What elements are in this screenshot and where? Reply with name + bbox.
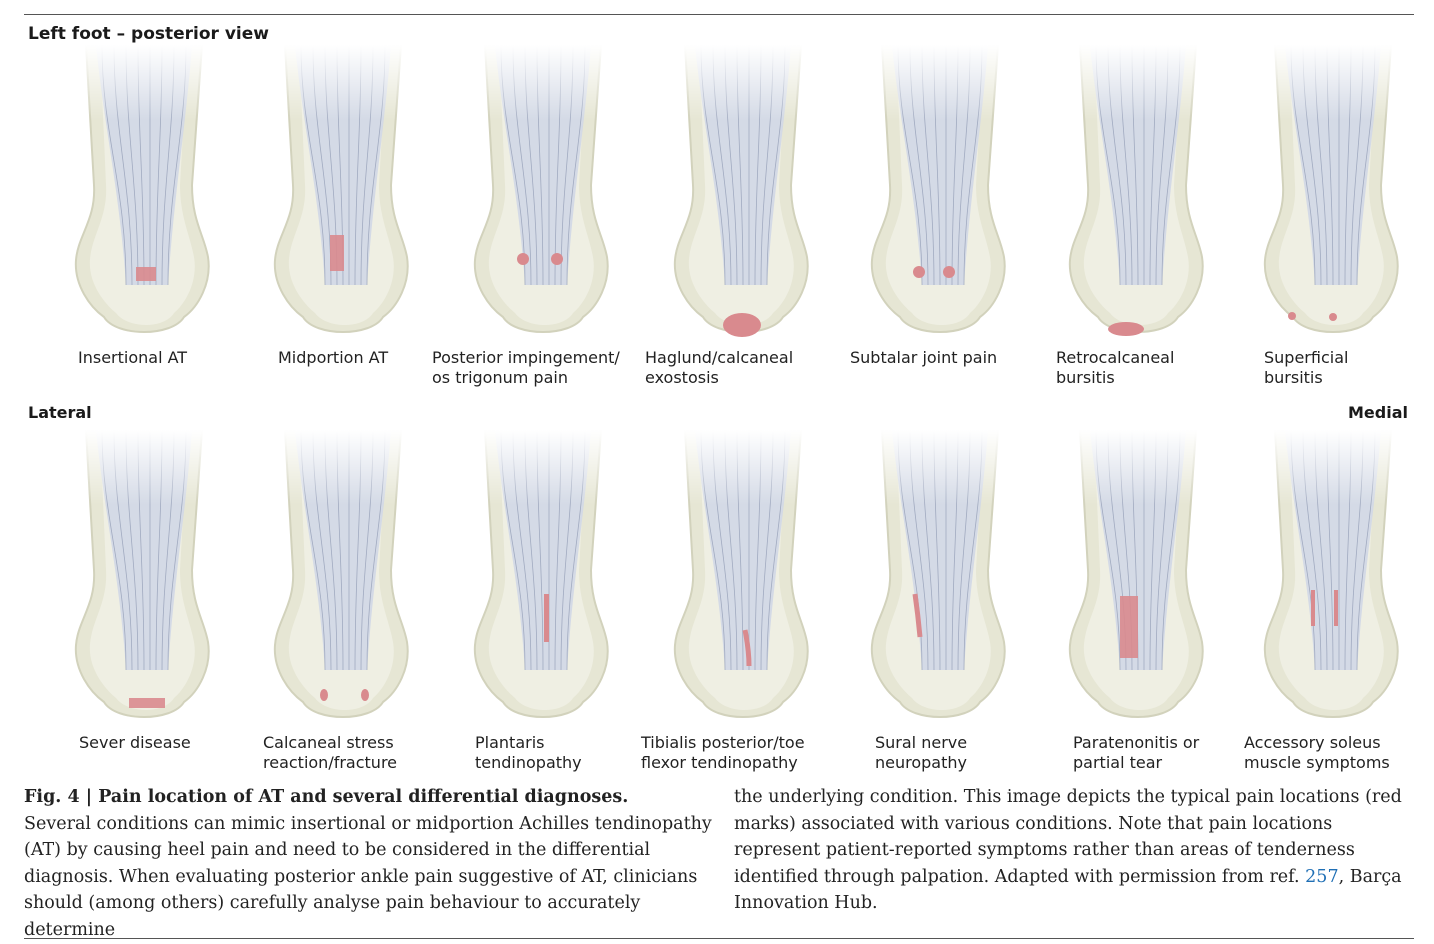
foot-illustration bbox=[455, 45, 655, 345]
foot-illustration bbox=[1245, 45, 1434, 345]
caption-body-left: Several conditions can mimic insertional… bbox=[24, 813, 712, 940]
foot-illustration bbox=[1050, 45, 1250, 345]
pain-mark bbox=[1329, 313, 1337, 321]
panel-caption: Subtalar joint pain bbox=[850, 348, 998, 367]
foot-panel bbox=[1245, 45, 1434, 405]
pain-mark bbox=[1108, 322, 1144, 336]
pain-mark bbox=[544, 594, 549, 642]
panel-caption: Sural nerve neuropathy bbox=[875, 733, 968, 772]
caption-body-right: the underlying condition. This image dep… bbox=[734, 787, 1402, 887]
panel-caption: Plantaris tendinopathy bbox=[475, 733, 582, 772]
foot-illustration bbox=[1050, 430, 1250, 730]
foot-panel bbox=[655, 430, 855, 790]
pain-mark bbox=[742, 629, 752, 667]
foot-panel bbox=[56, 430, 256, 790]
foot-panel bbox=[1245, 430, 1434, 790]
foot-illustration bbox=[655, 430, 855, 730]
caption-body-right-end: , Barça Innovation Hub. bbox=[734, 866, 1402, 914]
medial-label: Medial bbox=[1348, 403, 1408, 422]
figure-caption-right: the underlying condition. This image dep… bbox=[734, 784, 1414, 917]
lateral-label: Lateral bbox=[28, 403, 92, 422]
foot-panel bbox=[255, 45, 455, 405]
panel-caption: Accessory soleus muscle symptoms bbox=[1244, 733, 1390, 772]
panel-caption: Retrocalcaneal bursitis bbox=[1056, 348, 1175, 387]
figure-label: Fig. 4 | Pain location of AT and several… bbox=[24, 787, 629, 807]
foot-illustration bbox=[255, 430, 455, 730]
foot-panel bbox=[655, 45, 855, 405]
panel-caption: Sever disease bbox=[79, 733, 191, 752]
panel-caption: Haglund/calcaneal exostosis bbox=[645, 348, 794, 387]
reference-link[interactable]: 257 bbox=[1305, 866, 1339, 887]
panel-caption: Midportion AT bbox=[278, 348, 389, 367]
panel-caption: Insertional AT bbox=[78, 348, 188, 367]
pain-mark bbox=[330, 235, 344, 271]
pain-mark bbox=[723, 313, 761, 337]
pain-mark bbox=[551, 253, 563, 265]
top-rule bbox=[24, 14, 1414, 15]
figure-header: Left foot – posterior view bbox=[28, 24, 269, 44]
foot-illustration bbox=[852, 430, 1052, 730]
foot-panel bbox=[255, 430, 455, 790]
panel-caption: Calcaneal stress reaction/fracture bbox=[263, 733, 398, 772]
pain-mark bbox=[136, 267, 156, 281]
foot-panel bbox=[455, 45, 655, 405]
foot-illustration bbox=[1245, 430, 1434, 730]
pain-mark bbox=[943, 266, 955, 278]
pain-mark bbox=[1334, 590, 1338, 626]
foot-illustration bbox=[56, 430, 256, 730]
bottom-rule bbox=[24, 938, 1414, 939]
foot-illustration bbox=[255, 45, 455, 345]
panel-caption: Paratenonitis or partial tear bbox=[1073, 733, 1200, 772]
foot-illustration bbox=[655, 45, 855, 345]
panel-caption: Tibialis posterior/toe flexor tendinopat… bbox=[641, 733, 805, 772]
foot-illustration bbox=[852, 45, 1052, 345]
figure-caption-left: Fig. 4 | Pain location of AT and several… bbox=[24, 784, 714, 943]
foot-panel bbox=[1050, 45, 1250, 405]
foot-panel bbox=[455, 430, 655, 790]
pain-mark bbox=[361, 689, 369, 701]
foot-illustration bbox=[56, 45, 256, 345]
pain-mark bbox=[129, 698, 165, 708]
panel-caption: Posterior impingement/ os trigonum pain bbox=[432, 348, 620, 387]
foot-panel bbox=[852, 430, 1052, 790]
foot-panel bbox=[852, 45, 1052, 405]
foot-illustration bbox=[455, 430, 655, 730]
pain-mark bbox=[912, 593, 923, 638]
pain-mark bbox=[1120, 596, 1138, 658]
foot-panel bbox=[1050, 430, 1250, 790]
panel-caption: Superficial bursitis bbox=[1264, 348, 1349, 387]
foot-panel bbox=[56, 45, 256, 405]
